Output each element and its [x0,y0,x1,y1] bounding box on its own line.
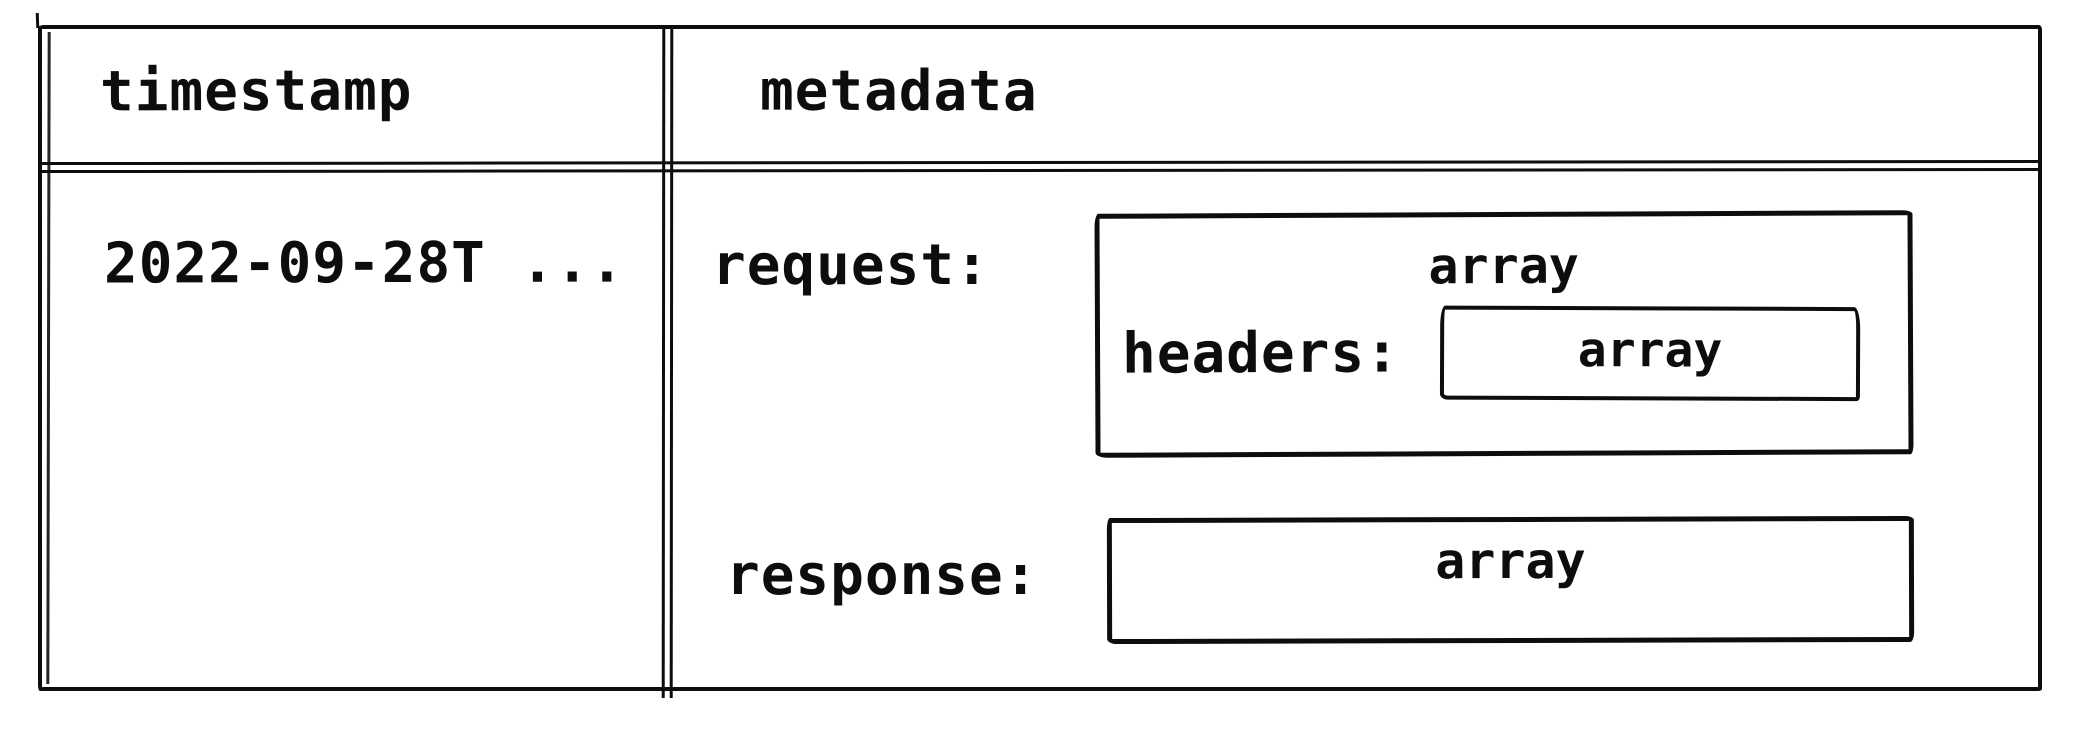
response-array-box: array [1106,515,1915,645]
headers-field-label: headers: [1121,320,1400,387]
column-divider [661,24,674,699]
column-header-metadata: metadata [759,58,1038,125]
corner-overshoot-stroke [35,12,40,29]
headers-array-box: array [1439,305,1861,402]
response-array-type: array [1435,531,1586,591]
request-array-box: array headers: array [1094,210,1914,458]
cell-timestamp-value: 2022-09-28T ... [103,230,625,297]
header-row-divider [37,159,2043,174]
request-array-type: array [1428,236,1580,296]
table-outer-border [38,25,2042,691]
column-header-timestamp: timestamp [99,58,413,125]
request-field-label: request: [712,233,990,298]
headers-array-type: array [1577,322,1723,379]
response-field-label: response: [726,543,1039,608]
